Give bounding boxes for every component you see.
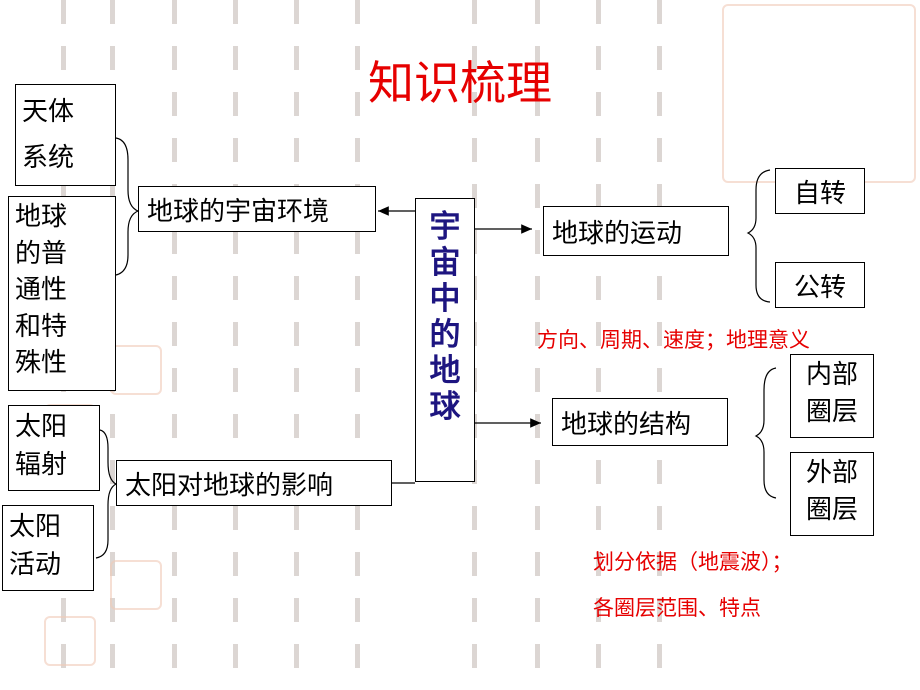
brace-right-top [746,169,771,303]
celestial-system-line: 天体 [22,97,75,127]
watermark-seal-small [44,616,96,666]
earth-traits-line: 通性 [15,275,68,305]
brace-right-bottom [754,367,777,499]
celestial-system-line: 系统 [22,143,75,173]
solar-radiation-line: 太阳 [15,412,68,442]
structure-note-basis: 划分依据（地震波）； [593,550,793,574]
earth-traits-line: 地球 [15,202,68,232]
outer-spheres-line: 外部 [805,458,858,488]
solar-activity-line: 太阳 [9,512,62,542]
center-topic-box: 宇宙中的地球 [415,198,475,482]
solar-radiation-line: 辐射 [15,450,68,480]
brace-left-top [115,137,140,276]
earth-structure-box: 地球的结构 [552,398,728,446]
page-title: 知识梳理 [368,56,552,110]
outer-spheres-box: 外部 圈层 [790,452,874,536]
watermark-seal-small [110,560,162,610]
earth-traits-line: 和特 [15,311,68,342]
outer-spheres-line: 圈层 [805,495,858,525]
structure-note-features: 各圈层范围、特点 [593,596,761,620]
center-topic-text: 宇宙中的地球 [429,209,461,425]
celestial-system-box: 天体 系统 [15,84,116,186]
earth-traits-line: 的普 [15,238,68,269]
rotation-box: 自转 [775,168,865,214]
inner-spheres-box: 内部 圈层 [790,354,874,438]
revolution-box: 公转 [775,262,865,308]
motion-note: 方向、周期、速度；地理意义 [537,328,810,352]
inner-spheres-line: 内部 [805,360,858,390]
inner-spheres-line: 圈层 [805,397,858,427]
earth-motion-box: 地球的运动 [543,206,729,256]
earth-traits-box: 地球 的普 通性 和特 殊性 [8,196,116,391]
earth-environment-box: 地球的宇宙环境 [138,186,376,232]
solar-radiation-box: 太阳 辐射 [8,405,100,491]
solar-activity-line: 活动 [9,550,62,580]
solar-activity-box: 太阳 活动 [2,505,94,591]
earth-traits-line: 殊性 [15,348,68,378]
sun-effect-box: 太阳对地球的影响 [116,460,392,506]
